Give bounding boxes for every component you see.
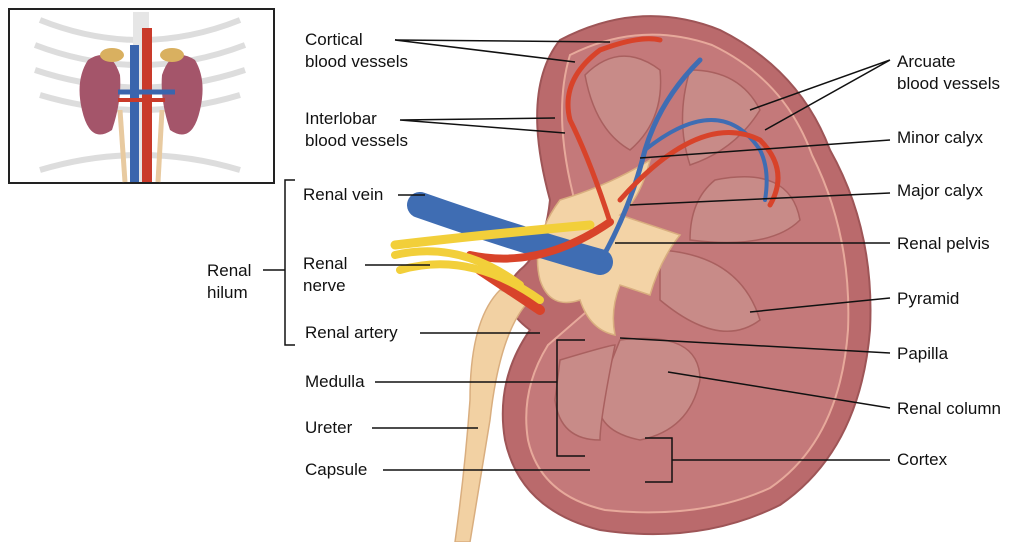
- label-renal-hilum: Renal hilum: [207, 260, 251, 304]
- label-line: blood vessels: [897, 74, 1001, 93]
- label-line: Cortical: [305, 30, 363, 49]
- leader-lines: [263, 39, 891, 483]
- label-line: Renal: [207, 261, 252, 280]
- label-line: blood vessels: [305, 131, 409, 150]
- label-arcuate-blood-vessels: Arcuate blood vessels: [897, 51, 1000, 95]
- pyramids: [554, 55, 801, 441]
- label-line: Interlobar: [305, 109, 377, 128]
- label-line: blood vessels: [305, 52, 409, 71]
- label-medulla: Medulla: [305, 372, 365, 391]
- label-major-calyx: Major calyx: [897, 181, 983, 200]
- label-line: hilum: [207, 283, 248, 302]
- label-renal-vein: Renal vein: [303, 185, 384, 204]
- kidney-cross-section: [390, 15, 872, 542]
- label-capsule: Capsule: [305, 460, 368, 479]
- label-minor-calyx: Minor calyx: [897, 128, 983, 147]
- label-line: nerve: [303, 276, 346, 295]
- label-renal-pelvis: Renal pelvis: [897, 234, 990, 253]
- label-renal-nerve: Renal nerve: [303, 253, 347, 297]
- inset-body-illustration: [8, 8, 275, 184]
- label-line: Renal: [303, 254, 348, 273]
- label-cortex: Cortex: [897, 450, 948, 469]
- label-pyramid: Pyramid: [897, 289, 960, 308]
- label-interlobar-blood-vessels: Interlobar blood vessels: [305, 108, 408, 152]
- label-cortical-blood-vessels: Cortical blood vessels: [305, 29, 408, 73]
- ureter-shape: [454, 289, 532, 542]
- label-renal-column: Renal column: [897, 399, 1001, 418]
- label-renal-artery: Renal artery: [305, 323, 398, 342]
- label-ureter: Ureter: [305, 418, 353, 437]
- label-papilla: Papilla: [897, 344, 949, 363]
- label-line: Arcuate: [897, 52, 956, 71]
